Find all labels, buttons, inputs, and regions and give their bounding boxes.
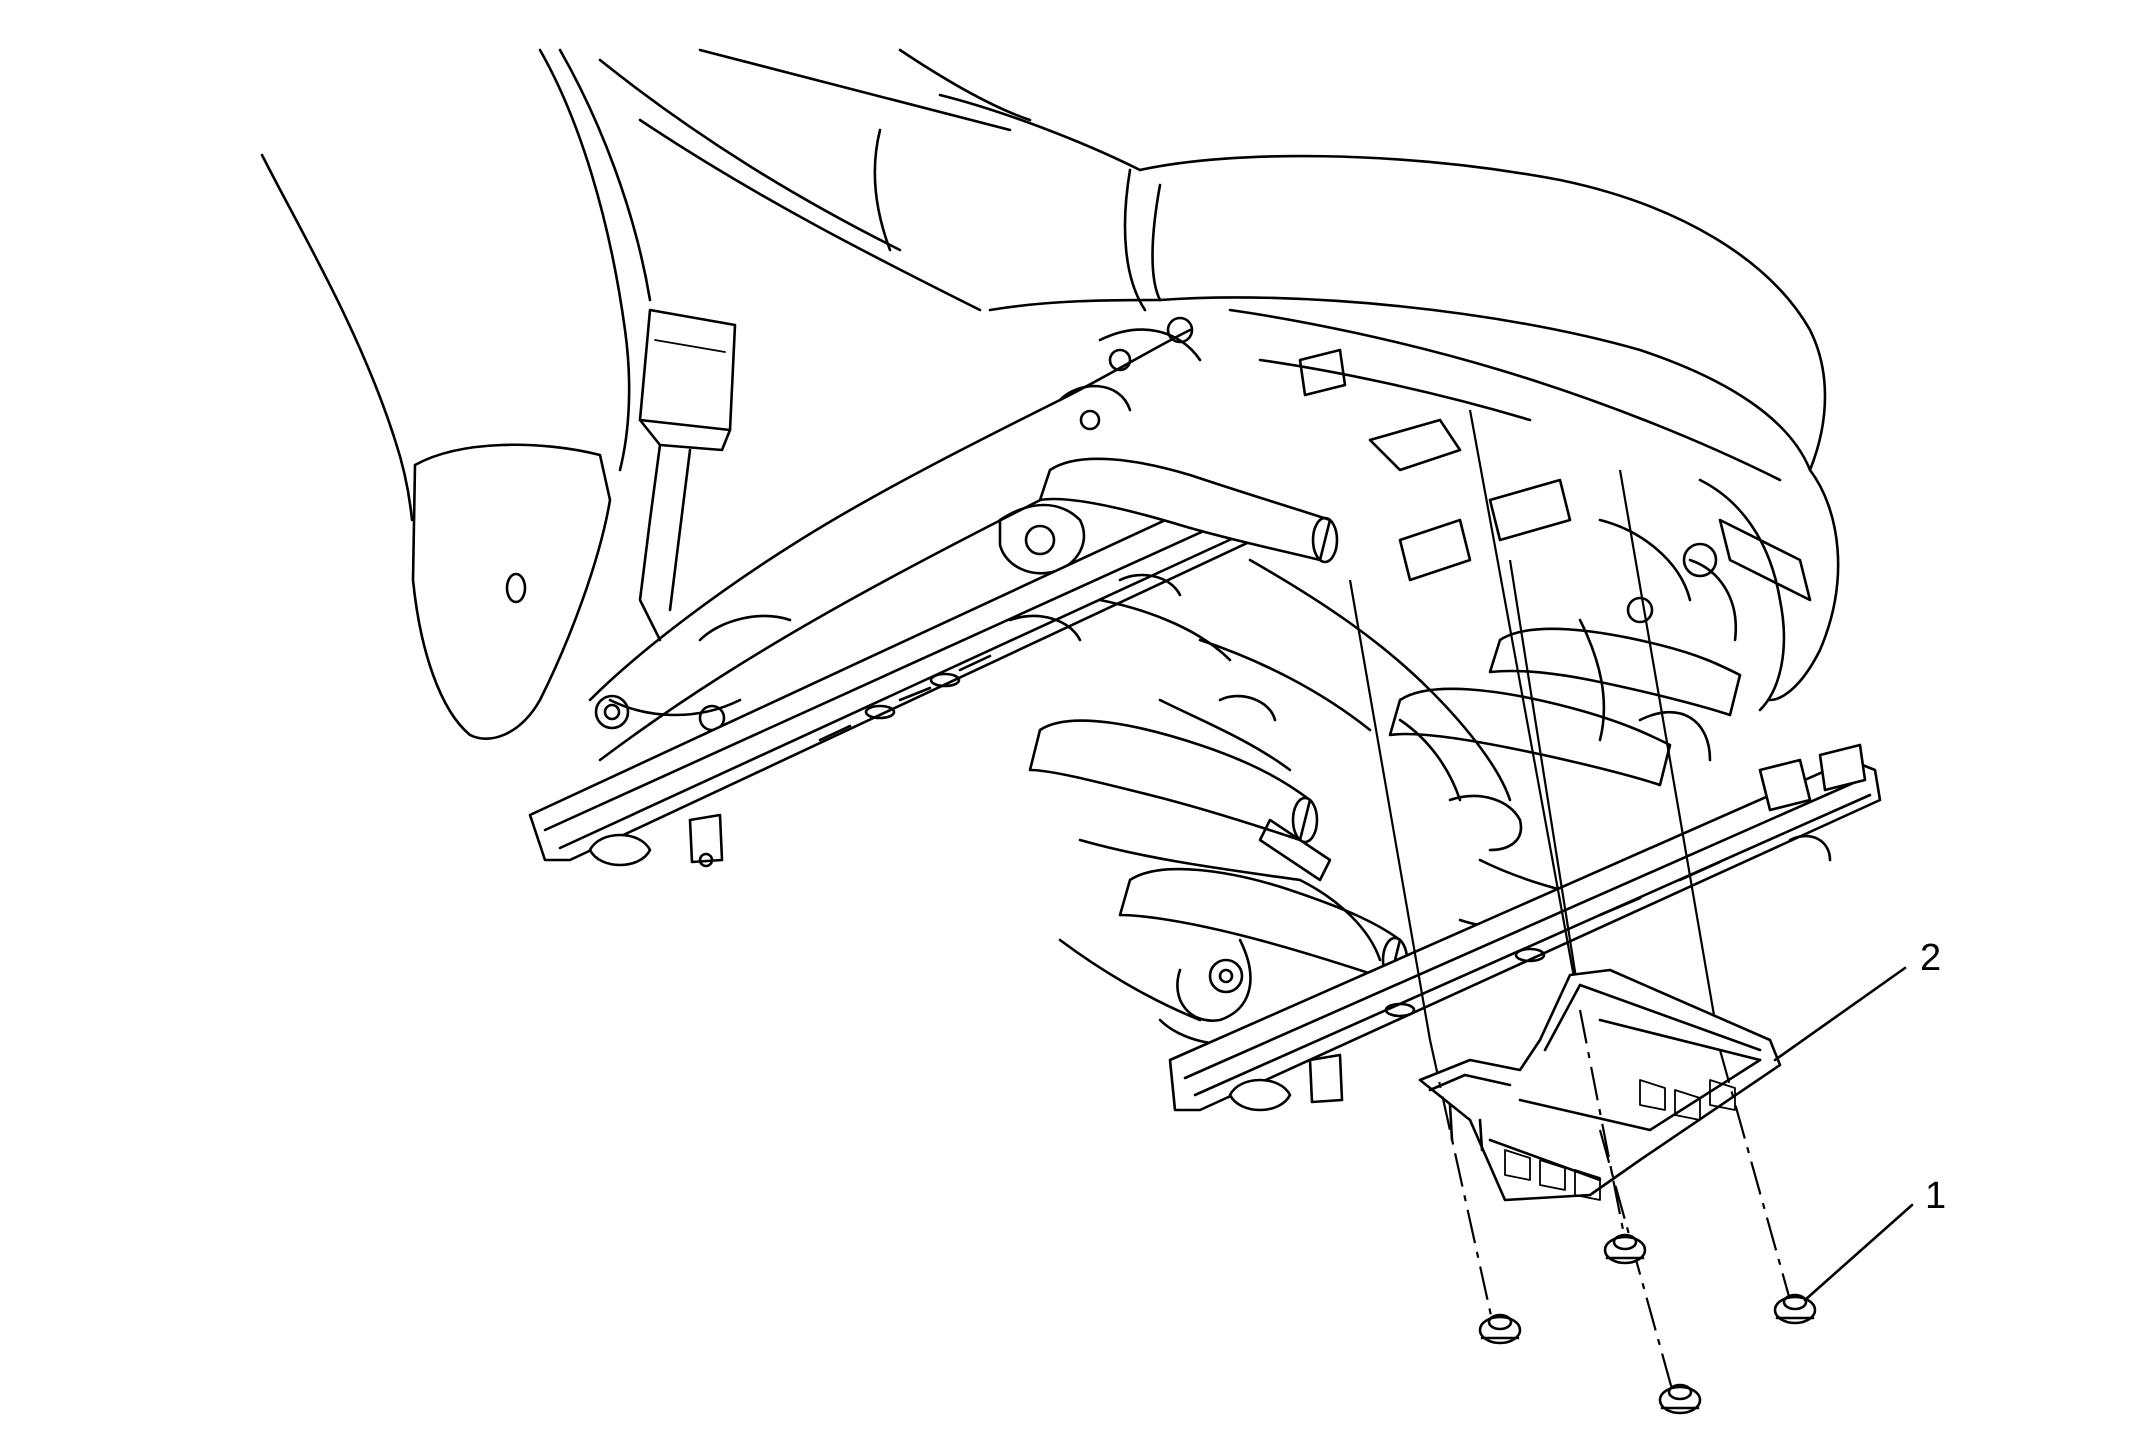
front-seat-track [528,488,1277,868]
callout-2-label: 2 [1920,937,1941,979]
seat-module [1418,968,1782,1202]
seat-back-outline [260,48,1142,522]
rear-seat-track [1168,743,1882,1112]
callout-1-label: 1 [1925,1175,1946,1217]
fastener-nut-3 [1658,1383,1702,1415]
fastener-nut-2 [1603,1233,1647,1265]
callout-1-leader [1803,1203,1914,1302]
fastener-nut-4 [1773,1293,1817,1325]
callouts: 2 1 [1773,937,1946,1302]
side-bolster [411,443,612,740]
seat-underbody [1008,418,1738,1046]
fastener-axes [1428,1009,1792,1401]
seat-frame-right [1228,308,1812,742]
seat-cushion [988,154,1840,702]
callout-2-leader [1773,966,1907,1062]
fasteners [1478,1233,1817,1415]
fastener-nut-1 [1478,1313,1522,1345]
seatbelt-buckle [638,308,737,642]
